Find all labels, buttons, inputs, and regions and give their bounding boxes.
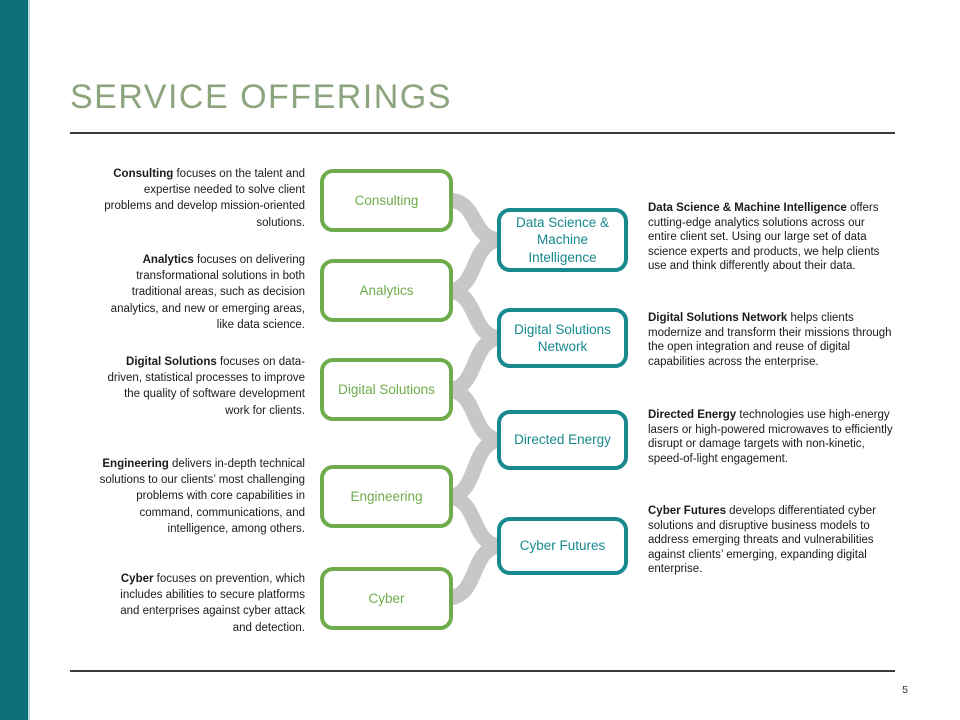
service-box-cyber: Cyber [320, 567, 453, 630]
offering-box-cyber-futures: Cyber Futures [497, 517, 628, 575]
connector-ribbon [445, 432, 504, 505]
offering-description-data-science: Data Science & Machine Intelligence offe… [648, 201, 894, 274]
service-term: Consulting [113, 168, 174, 180]
offering-term: Data Science & Machine Intelligence [648, 202, 847, 214]
offering-description-directed-energy: Directed Energy technologies use high-en… [648, 408, 894, 466]
service-box-label: Engineering [350, 488, 423, 504]
service-term: Cyber [120, 573, 154, 585]
service-box-label: Digital Solutions [338, 381, 435, 397]
offering-text: offers cutting-edge analytics solutions … [648, 202, 880, 273]
offering-text: develops differentiated cyber solutions … [648, 505, 876, 576]
offering-box-label: Digital Solutions Network [514, 321, 611, 355]
service-term: Analytics [142, 254, 194, 266]
page-number: 5 [902, 684, 908, 696]
connector-ribbon [445, 330, 504, 398]
offering-term: Digital Solutions Network [648, 312, 788, 324]
service-term: Digital Solutions [126, 356, 217, 368]
connector-ribbon [446, 489, 503, 554]
service-description-consulting: Consulting focuses on the talent and exp… [98, 166, 305, 231]
service-text: focuses on prevention, which includes ab… [120, 573, 305, 634]
footer-divider [70, 670, 895, 672]
service-description-digital-solutions: Digital Solutions focuses on data-driven… [98, 354, 306, 419]
service-box-digital-solutions: Digital Solutions [320, 358, 453, 421]
service-term: Engineering [102, 458, 169, 470]
connector-ribbon [445, 232, 504, 299]
service-text: delivers in-depth technical solutions to… [99, 458, 305, 535]
offering-box-label: Cyber Futures [519, 538, 606, 554]
connector-ribbon [446, 382, 503, 448]
service-box-analytics: Analytics [320, 259, 453, 322]
service-description-cyber: Cyber focuses on prevention, which inclu… [98, 571, 305, 636]
connector-ribbon [445, 538, 504, 606]
left-accent-bar [0, 0, 30, 720]
offering-box-directed-energy: Directed Energy [497, 410, 628, 470]
service-box-label: Cyber [368, 590, 405, 606]
offering-description-digital-solutions-network: Digital Solutions Network helps clients … [648, 311, 894, 369]
offering-box-label: Data Science & Machine Intelligence [515, 214, 610, 265]
connector-ribbon [446, 283, 503, 346]
service-text: focuses on data-driven, statistical proc… [107, 356, 306, 417]
service-box-consulting: Consulting [320, 169, 453, 232]
offering-term: Cyber Futures [648, 505, 726, 517]
service-box-engineering: Engineering [320, 465, 453, 528]
service-text: focuses on delivering transformational s… [110, 254, 305, 331]
page-title: SERVICE OFFERINGS [70, 78, 452, 116]
service-description-analytics: Analytics focuses on delivering transfor… [98, 252, 305, 333]
service-box-label: Analytics [359, 282, 414, 298]
service-text: focuses on the talent and expertise need… [104, 168, 305, 229]
service-description-engineering: Engineering delivers in-depth technical … [98, 456, 305, 537]
offering-term: Directed Energy [648, 409, 737, 421]
offering-box-label: Directed Energy [514, 432, 611, 448]
title-divider [70, 132, 895, 134]
offering-text: helps clients modernize and transform th… [648, 312, 892, 368]
service-box-label: Consulting [354, 192, 419, 208]
offering-box-data-science: Data Science & Machine Intelligence [497, 208, 628, 272]
offering-box-digital-solutions-network: Digital Solutions Network [497, 308, 628, 368]
offering-description-cyber-futures: Cyber Futures develops differentiated cy… [648, 504, 894, 577]
offering-text: technologies use high-energy lasers or h… [648, 409, 893, 465]
